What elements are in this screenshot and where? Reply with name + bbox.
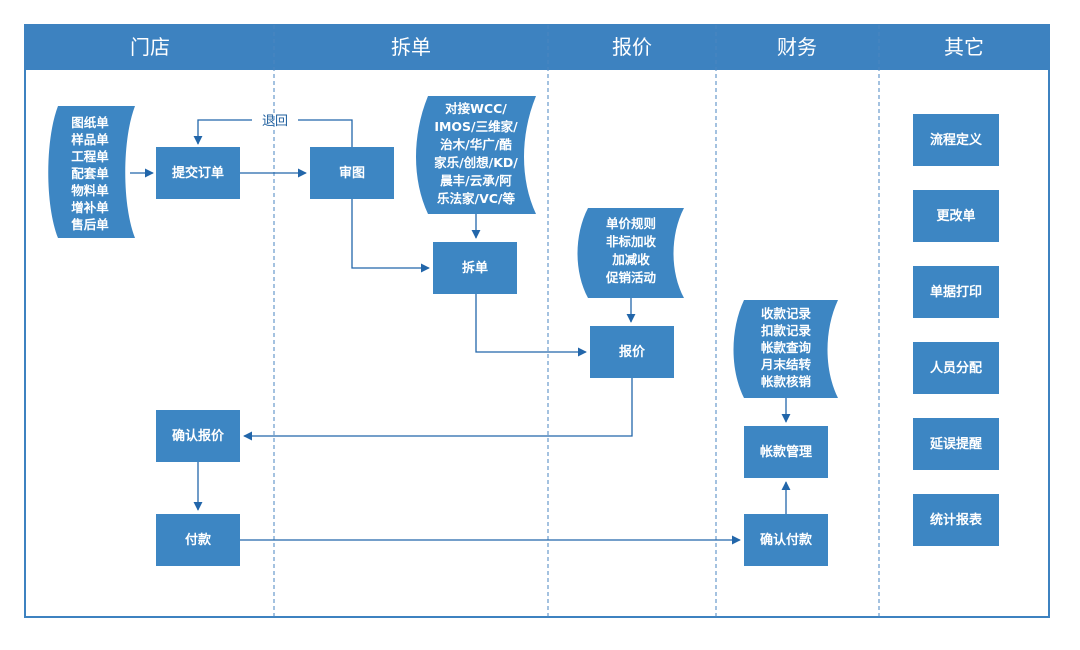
other-item-delay-reminder[interactable]: 延误提醒 [913,418,999,470]
doc-software-text: 对接WCC/ IMOS/三维家/ 治木/华广/酷 家乐/创想/KD/ 晨丰/云承… [434,101,518,206]
doc-line: 帐款查询 [761,340,812,355]
lane-title-other: 其它 [944,35,984,59]
other-item-statistics-report[interactable]: 统计报表 [913,494,999,546]
box-label: 审图 [339,165,365,181]
edge-label-return: 退回 [262,114,288,129]
box-rect [913,418,999,470]
doc-shape-software [416,96,536,214]
doc-line: 促销活动 [605,270,657,285]
box-label: 拆单 [462,260,488,276]
box-label: 人员分配 [930,360,982,376]
doc-line: 样品单 [71,132,109,147]
doc-shape-finance-ops [733,300,838,398]
box-label: 延误提醒 [929,436,982,452]
box-rect [913,494,999,546]
doc-pricing-rules-text: 单价规则 非标加收 加减收 促销活动 [605,216,657,285]
box-rect [744,426,828,478]
doc-line: 治木/华广/酷 [440,137,512,152]
doc-line: 乐法家/VC/等 [437,191,515,206]
box-label: 确认报价 [172,428,225,444]
box-label: 提交订单 [172,165,224,181]
doc-line: 扣款记录 [761,323,812,338]
edge-split-to-quote [475,294,587,357]
doc-line: 售后单 [71,217,109,232]
box-confirm-quote[interactable]: 确认报价 [156,410,240,462]
other-item-staff-assignment[interactable]: 人员分配 [913,342,999,394]
connectors [130,119,791,545]
box-rect [913,342,999,394]
edge-review-return [298,119,353,147]
box-quote[interactable]: 报价 [590,326,674,378]
box-account-mgmt[interactable]: 帐款管理 [744,426,828,478]
edge-return-to-submit [193,119,252,145]
lane-dividers [273,25,880,617]
lane-title-store: 门店 [130,35,170,59]
doc-line: 非标加收 [606,234,657,249]
header-band [25,25,1049,70]
box-rect [156,410,240,462]
edge-quote-to-confirm [243,378,633,441]
box-label: 更改单 [936,208,975,224]
doc-finance-ops-text: 收款记录 扣款记录 帐款查询 月末结转 帐款核销 [760,306,812,389]
box-label: 单据打印 [930,284,982,300]
box-payment[interactable]: 付款 [156,514,240,566]
doc-shape-store-orders [48,106,135,238]
box-split-order[interactable]: 拆单 [433,242,517,294]
edge-review-to-split [351,199,430,273]
other-item-document-print[interactable]: 单据打印 [913,266,999,318]
other-item-change-order[interactable]: 更改单 [913,190,999,242]
doc-line: 物料单 [71,183,109,198]
doc-line: 配套单 [71,166,109,181]
lane-title-finance: 财务 [777,35,817,59]
box-rect [913,190,999,242]
box-label: 帐款管理 [760,444,812,460]
box-label: 报价 [619,345,646,360]
doc-line: 家乐/创想/KD/ [434,155,518,170]
doc-line: 增补单 [71,200,109,215]
doc-shape-pricing-rules [577,208,684,298]
doc-line: 工程单 [71,149,109,164]
doc-line: 月末结转 [760,357,812,372]
box-label: 流程定义 [930,132,983,148]
lane-title-split: 拆单 [391,35,431,59]
box-rect [156,147,240,199]
box-rect [744,514,828,566]
other-item-process-definition[interactable]: 流程定义 [913,114,999,166]
box-rect [310,147,394,199]
doc-line: 帐款核销 [761,374,812,389]
box-label: 确认付款 [760,532,813,548]
doc-line: 对接WCC/ [445,101,507,116]
doc-store-orders-text: 图纸单 样品单 工程单 配套单 物料单 增补单 售后单 [71,115,109,232]
doc-line: 单价规则 [606,216,656,231]
doc-line: 收款记录 [761,306,812,321]
box-rect [913,266,999,318]
box-rect [590,326,674,378]
lane-title-quote: 报价 [612,35,652,59]
doc-line: 图纸单 [71,115,109,130]
box-rect [913,114,999,166]
box-rect [156,514,240,566]
box-submit-order[interactable]: 提交订单 [156,147,240,199]
box-rect [433,242,517,294]
doc-line: 晨丰/云承/阿 [440,173,512,188]
doc-line: IMOS/三维家/ [434,119,518,134]
box-review-drawing[interactable]: 审图 [310,147,394,199]
box-confirm-payment[interactable]: 确认付款 [744,514,828,566]
box-label: 付款 [185,532,212,548]
box-label: 统计报表 [930,512,983,528]
doc-line: 加减收 [611,252,650,267]
